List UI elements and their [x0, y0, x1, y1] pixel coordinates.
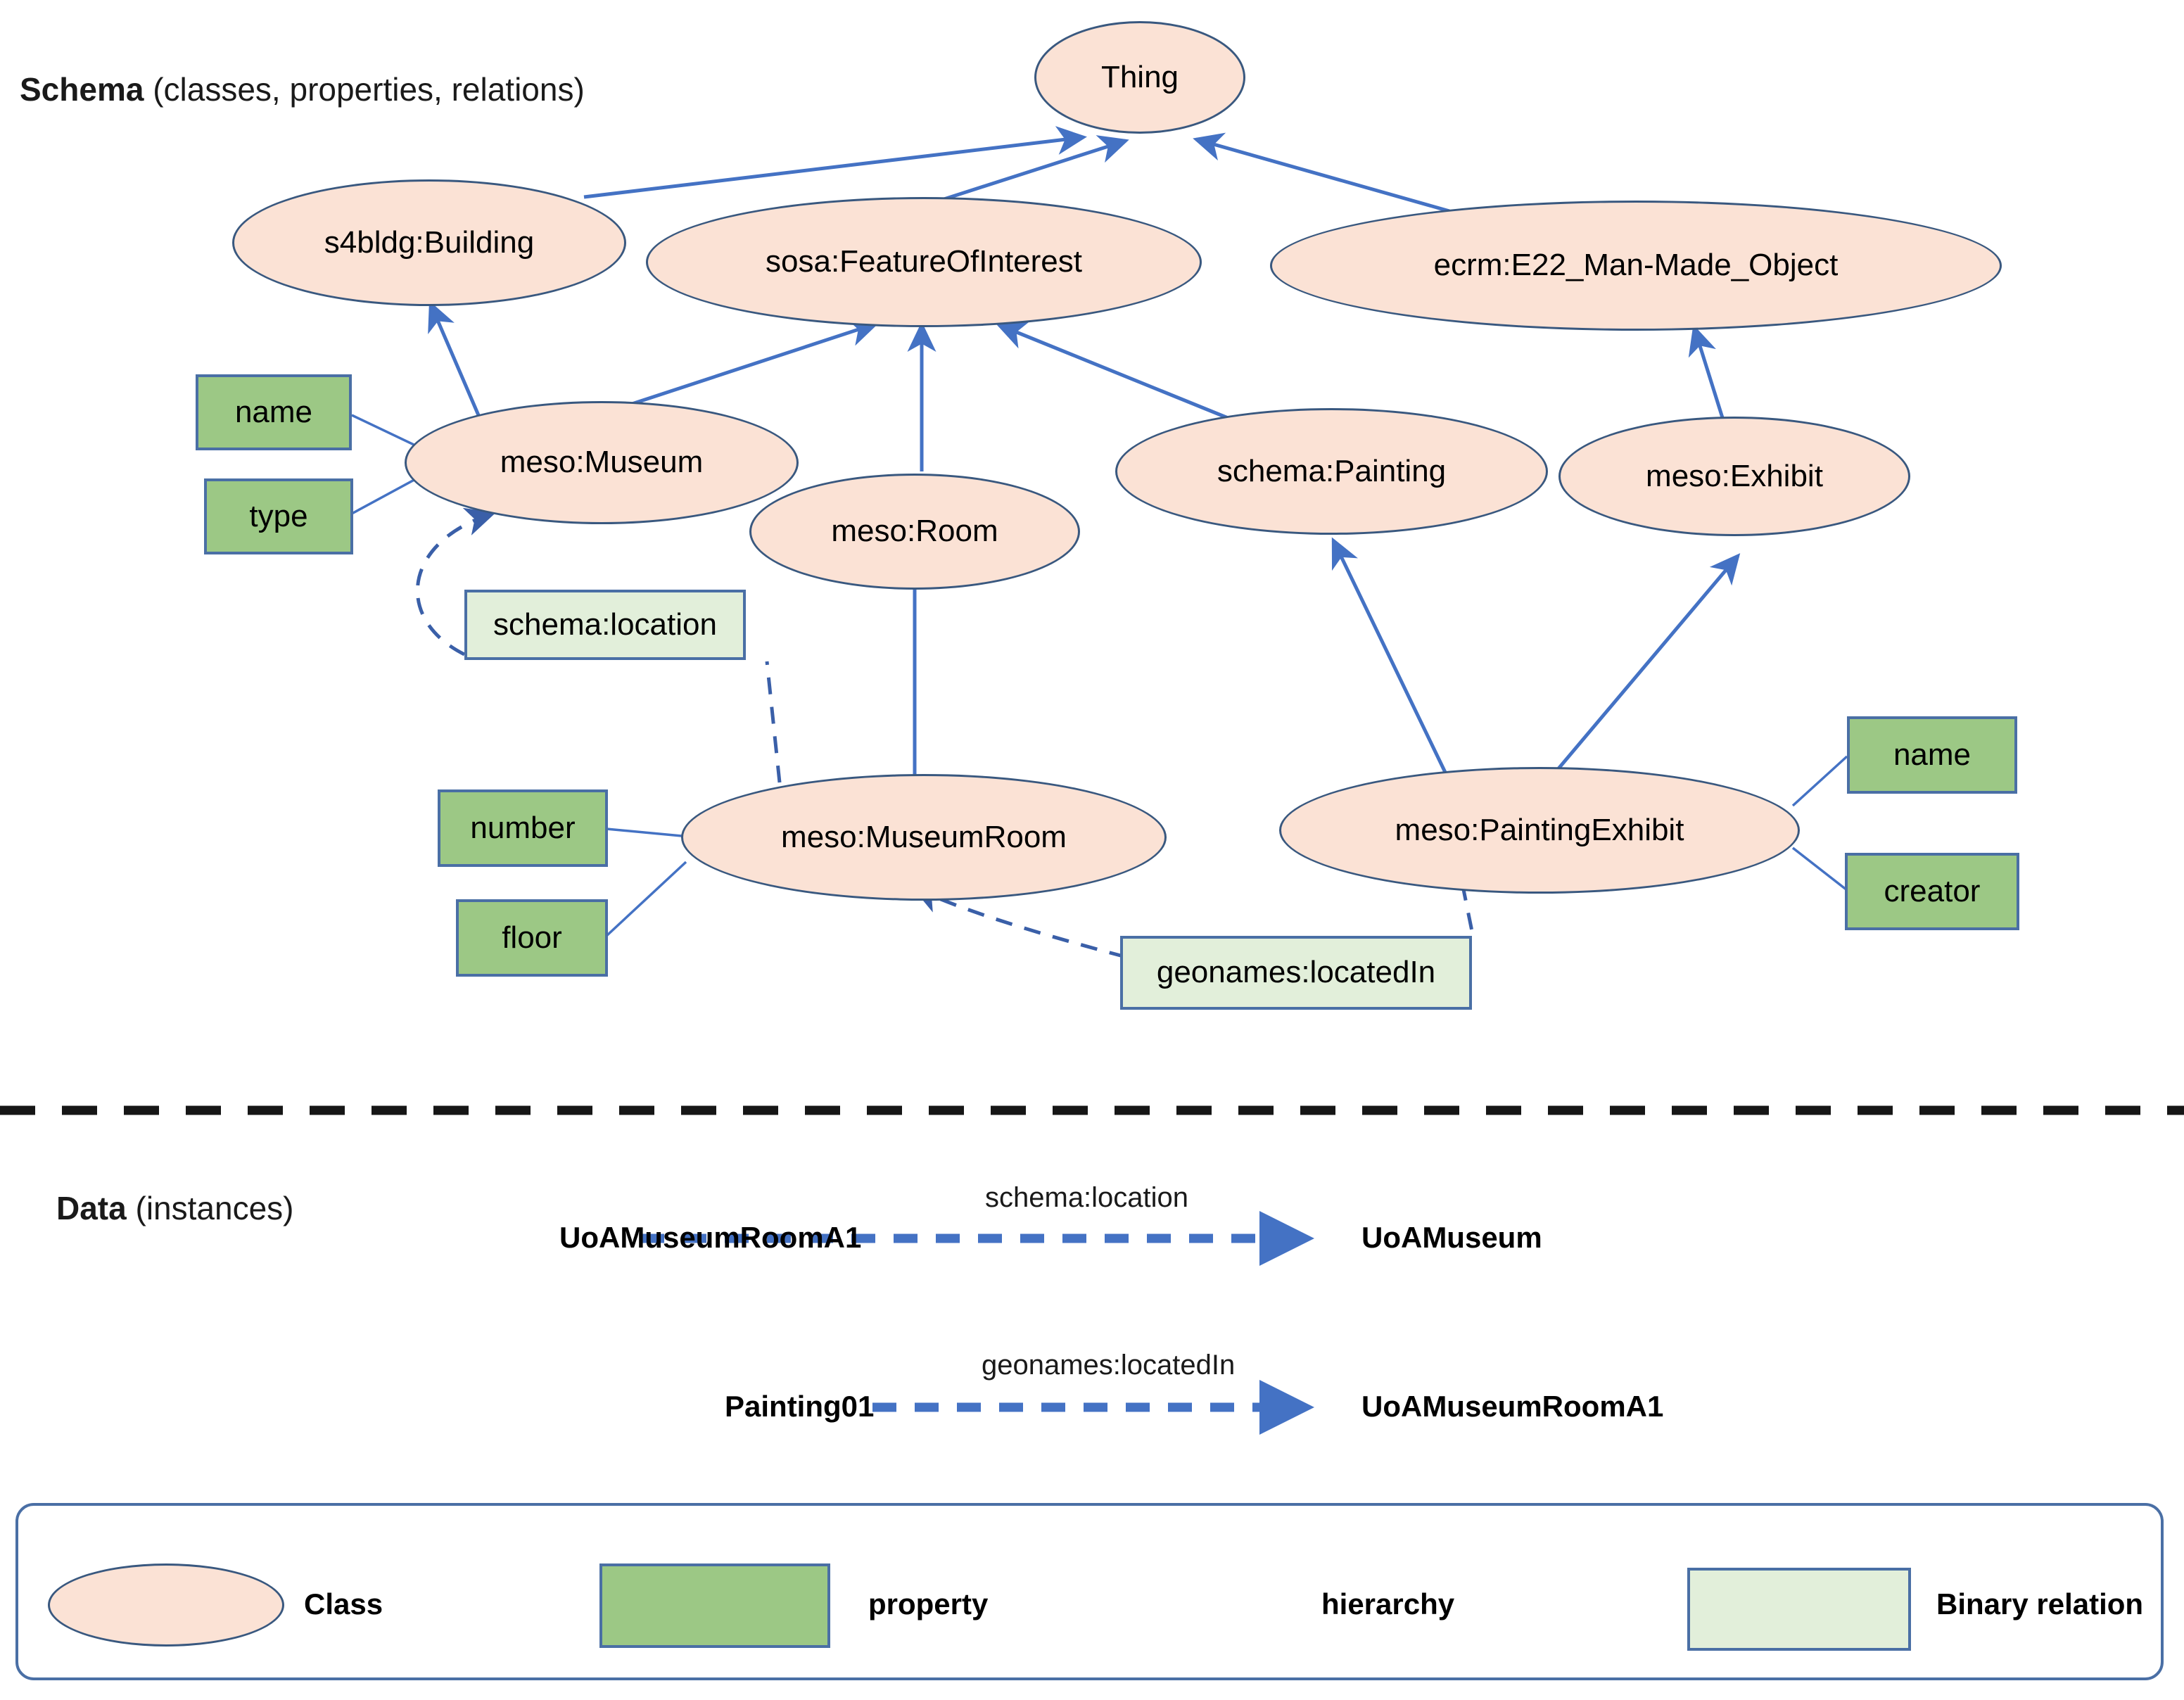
- class-label: meso:Exhibit: [1646, 458, 1823, 493]
- instance-object-2[interactable]: UoAMuseumRoomA1: [1361, 1390, 1664, 1423]
- data-title-bold: Data: [56, 1190, 127, 1226]
- class-node-meso-paintingexhibit[interactable]: meso:PaintingExhibit: [1279, 767, 1800, 894]
- schema-title-bold: Schema: [20, 71, 144, 108]
- class-label: meso:Museum: [500, 445, 704, 480]
- class-label: ecrm:E22_Man-Made_Object: [1433, 248, 1839, 283]
- link-name-paintingexhibit: [1791, 755, 1848, 807]
- legend-binary-relation-label: Binary relation: [1936, 1587, 2144, 1620]
- property-label: creator: [1884, 873, 1981, 908]
- relation-label: geonames:locatedIn: [1156, 955, 1436, 990]
- instance-predicate-label-2: geonames:locatedIn: [982, 1350, 1235, 1381]
- class-label: meso:Room: [831, 514, 998, 549]
- property-label: number: [470, 810, 576, 845]
- class-label: meso:MuseumRoom: [781, 819, 1067, 854]
- property-box-number-museumroom[interactable]: number: [438, 789, 608, 867]
- property-label: name: [234, 394, 313, 429]
- class-label: s4bldg:Building: [324, 224, 535, 260]
- schema-section-title: Schema (classes, properties, relations): [20, 70, 585, 108]
- edge-paintingexhibit-to-painting: [1331, 537, 1452, 782]
- legend-class-swatch: [48, 1563, 284, 1647]
- property-label: floor: [502, 920, 562, 955]
- property-label: name: [1893, 737, 1972, 772]
- instance-subject-1[interactable]: UoAMuseumRoomA1: [559, 1221, 862, 1254]
- class-node-thing[interactable]: Thing: [1034, 21, 1245, 134]
- legend-class-label: Class: [304, 1587, 383, 1620]
- legend-property-label: property: [868, 1587, 989, 1620]
- arc-museumroom-to-schemalocation: [765, 661, 782, 783]
- edge-exhibit-to-ecrm: [1688, 324, 1726, 423]
- link-creator-paintingexhibit: [1791, 846, 1848, 892]
- legend-property-swatch: [599, 1563, 830, 1648]
- class-node-s4bldg-building[interactable]: s4bldg:Building: [232, 179, 626, 306]
- link-floor-museumroom: [605, 861, 687, 937]
- instance-subject-2[interactable]: Painting01: [725, 1390, 875, 1423]
- property-box-name-museum[interactable]: name: [196, 374, 352, 450]
- class-node-meso-museumroom[interactable]: meso:MuseumRoom: [681, 774, 1167, 901]
- schema-title-rest: (classes, properties, relations): [144, 71, 585, 108]
- class-label: Thing: [1100, 59, 1179, 94]
- predicate-text: schema:location: [985, 1182, 1189, 1213]
- edge-paintingexhibit-to-exhibit: [1547, 553, 1741, 782]
- edge-ecrm-to-thing: [1193, 132, 1450, 213]
- class-node-meso-room[interactable]: meso:Room: [749, 474, 1080, 590]
- legend-hierarchy-label: hierarchy: [1321, 1587, 1455, 1620]
- predicate-text: geonames:locatedIn: [982, 1350, 1236, 1381]
- class-label: meso:PaintingExhibit: [1395, 812, 1684, 847]
- edge-museum-to-foi: [618, 318, 880, 410]
- property-box-type-museum[interactable]: type: [204, 478, 353, 554]
- property-box-name-paintingexhibit[interactable]: name: [1847, 716, 2017, 794]
- edge-museum-to-building: [428, 300, 481, 416]
- instance-object-1[interactable]: UoAMuseum: [1361, 1221, 1542, 1254]
- relation-box-geonames-locatedin[interactable]: geonames:locatedIn: [1120, 936, 1472, 1010]
- edge-foi-to-thing: [928, 135, 1129, 206]
- instance-predicate-label-1: schema:location: [985, 1182, 1188, 1214]
- class-node-schema-painting[interactable]: schema:Painting: [1115, 408, 1548, 535]
- class-node-sosa-featureofinterest[interactable]: sosa:FeatureOfInterest: [646, 197, 1202, 327]
- data-title-rest: (instances): [126, 1190, 294, 1226]
- relation-box-schema-location[interactable]: schema:location: [464, 590, 746, 660]
- edge-painting-to-foi: [996, 322, 1239, 424]
- edge-building-to-thing: [583, 126, 1087, 199]
- class-node-meso-exhibit[interactable]: meso:Exhibit: [1558, 417, 1910, 536]
- property-box-creator-paintingexhibit[interactable]: creator: [1845, 853, 2019, 930]
- legend-binary-relation-swatch: [1687, 1568, 1911, 1651]
- data-section-title: Data (instances): [56, 1189, 293, 1227]
- class-node-ecrm-e22-man-made-object[interactable]: ecrm:E22_Man-Made_Object: [1270, 201, 2002, 331]
- property-box-floor-museumroom[interactable]: floor: [456, 899, 608, 977]
- class-label: sosa:FeatureOfInterest: [766, 244, 1082, 279]
- class-label: schema:Painting: [1217, 453, 1447, 488]
- property-label: type: [249, 498, 308, 533]
- relation-label: schema:location: [493, 607, 717, 642]
- class-node-meso-museum[interactable]: meso:Museum: [405, 401, 799, 524]
